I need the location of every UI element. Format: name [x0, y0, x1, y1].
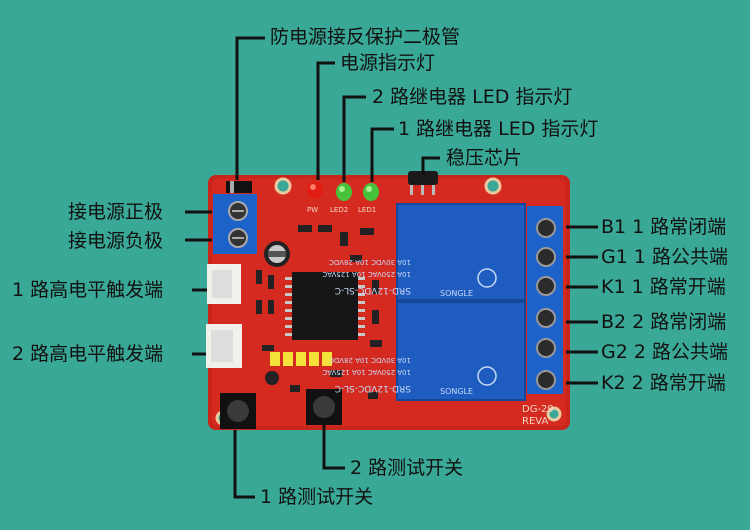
label-power-led: 电源指示灯 [340, 52, 436, 74]
label-relay2-led: 2 路继电器 LED 指示灯 [372, 86, 573, 108]
relay1-text-model: SRD-12VDC-SL-C [335, 285, 411, 295]
relay1-led [363, 183, 379, 201]
label-trigger-1: 1 路高电平触发端 [12, 279, 164, 301]
protection-diode [226, 181, 252, 193]
label-g1: G1 1 路公共端 [601, 246, 728, 268]
trigger2-connector [206, 324, 242, 368]
label-power-positive: 接电源正极 [68, 201, 164, 223]
power-led [307, 181, 323, 199]
relay1-brand: SONGLE [440, 289, 473, 298]
label-relay1-led: 1 路继电器 LED 指示灯 [398, 118, 599, 140]
label-k2: K2 2 路常开端 [601, 372, 726, 394]
relay-2: SRD-12VDC-SL-C 10A 250VAC 10A 125VAC 10A… [322, 301, 526, 401]
test-switch-2 [306, 389, 342, 425]
label-diode: 防电源接反保护二极管 [270, 26, 461, 48]
label-test-switch-2: 2 路测试开关 [350, 457, 464, 479]
callout-lines [185, 36, 598, 499]
board-model: DG-29 [522, 404, 554, 415]
relay1-text-rating1: 10A 250VAC 10A 125VAC [322, 270, 411, 278]
voltage-regulator [408, 171, 438, 195]
silk-pw: PW [307, 206, 318, 214]
relay2-text-rating2: 10A 30VDC 10A 28VDC [329, 356, 411, 364]
smd-components [256, 225, 382, 399]
label-test-switch-1: 1 路测试开关 [260, 486, 374, 508]
trigger1-connector [207, 264, 241, 304]
label-trigger-2: 2 路高电平触发端 [12, 343, 164, 365]
board-revision: REVA [522, 416, 548, 427]
relay1-text-rating2: 10A 30VDC 10A 28VDC [329, 258, 411, 266]
test-switch-1 [220, 393, 256, 429]
relay2-text-model: SRD-12VDC-SL-C [335, 383, 411, 393]
power-terminal-block [213, 194, 257, 254]
silk-led2: LED2 [330, 206, 348, 214]
relay2-text-rating1: 10A 250VAC 10A 125VAC [322, 368, 411, 376]
relay-1: SRD-12VDC-SL-C 10A 250VAC 10A 125VAC 10A… [322, 203, 526, 301]
header-pins [270, 352, 332, 366]
label-k1: K1 1 路常开端 [601, 276, 726, 298]
ic-chip [285, 272, 365, 340]
label-b2: B2 2 路常闭端 [601, 311, 727, 333]
silk-led1: LED1 [358, 206, 376, 214]
label-power-negative: 接电源负极 [68, 230, 164, 252]
capacitor [264, 241, 290, 267]
relay2-led [336, 183, 352, 201]
label-g2: G2 2 路公共端 [601, 341, 728, 363]
relay2-brand: SONGLE [440, 387, 473, 396]
output-terminal-block [527, 206, 563, 394]
label-regulator: 稳压芯片 [446, 147, 523, 169]
small-capacitor [265, 371, 279, 385]
label-b1: B1 1 路常闭端 [601, 216, 727, 238]
